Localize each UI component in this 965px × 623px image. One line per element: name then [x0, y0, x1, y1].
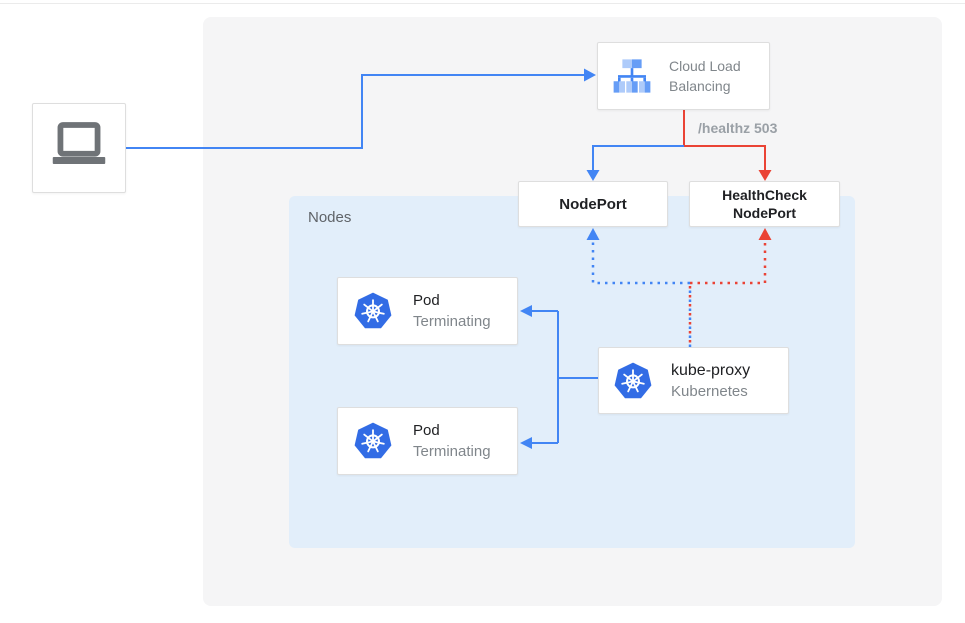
nodeport-label: NodePort [559, 195, 627, 213]
healthcheck-nodeport-label: HealthCheck NodePort [722, 187, 807, 221]
pod-1-status: Terminating [413, 313, 491, 330]
healthz-status-label: /healthz 503 [698, 120, 778, 136]
healthcheck-nodeport-node: HealthCheck NodePort [689, 181, 840, 227]
client-node [32, 103, 126, 193]
kubernetes-icon [353, 421, 393, 461]
pod-node-2: Pod Terminating [337, 407, 518, 475]
cloud-load-balancing-label: Cloud Load Balancing [669, 58, 741, 94]
kube-proxy-name: kube-proxy [671, 361, 751, 379]
edge-kubeproxy-to-healthcheck-dotted [690, 228, 772, 285]
cloud-load-balancing-icon [611, 55, 653, 97]
edge-lb-to-nodeport [586, 145, 684, 181]
pod-2-status: Terminating [413, 443, 491, 460]
pod-1-name: Pod [413, 292, 440, 309]
kube-proxy-subtitle: Kubernetes [671, 382, 748, 400]
kube-proxy-node: kube-proxy Kubernetes [598, 347, 789, 414]
edge-kubeproxy-to-pods [520, 305, 598, 449]
nodes-group-label: Nodes [308, 209, 352, 226]
edge-client-to-lb [126, 68, 596, 149]
nodeport-node: NodePort [518, 181, 668, 227]
kubernetes-icon [613, 361, 653, 401]
pod-2-name: Pod [413, 422, 440, 439]
edge-kubeproxy-to-nodeport-dotted [586, 228, 690, 285]
cloud-load-balancing-node: Cloud Load Balancing [597, 42, 770, 110]
edge-lb-to-healthcheck-nodeport [683, 110, 772, 181]
top-divider [0, 3, 965, 4]
kubernetes-icon [353, 291, 393, 331]
pod-node-1: Pod Terminating [337, 277, 518, 345]
laptop-icon [47, 119, 111, 177]
